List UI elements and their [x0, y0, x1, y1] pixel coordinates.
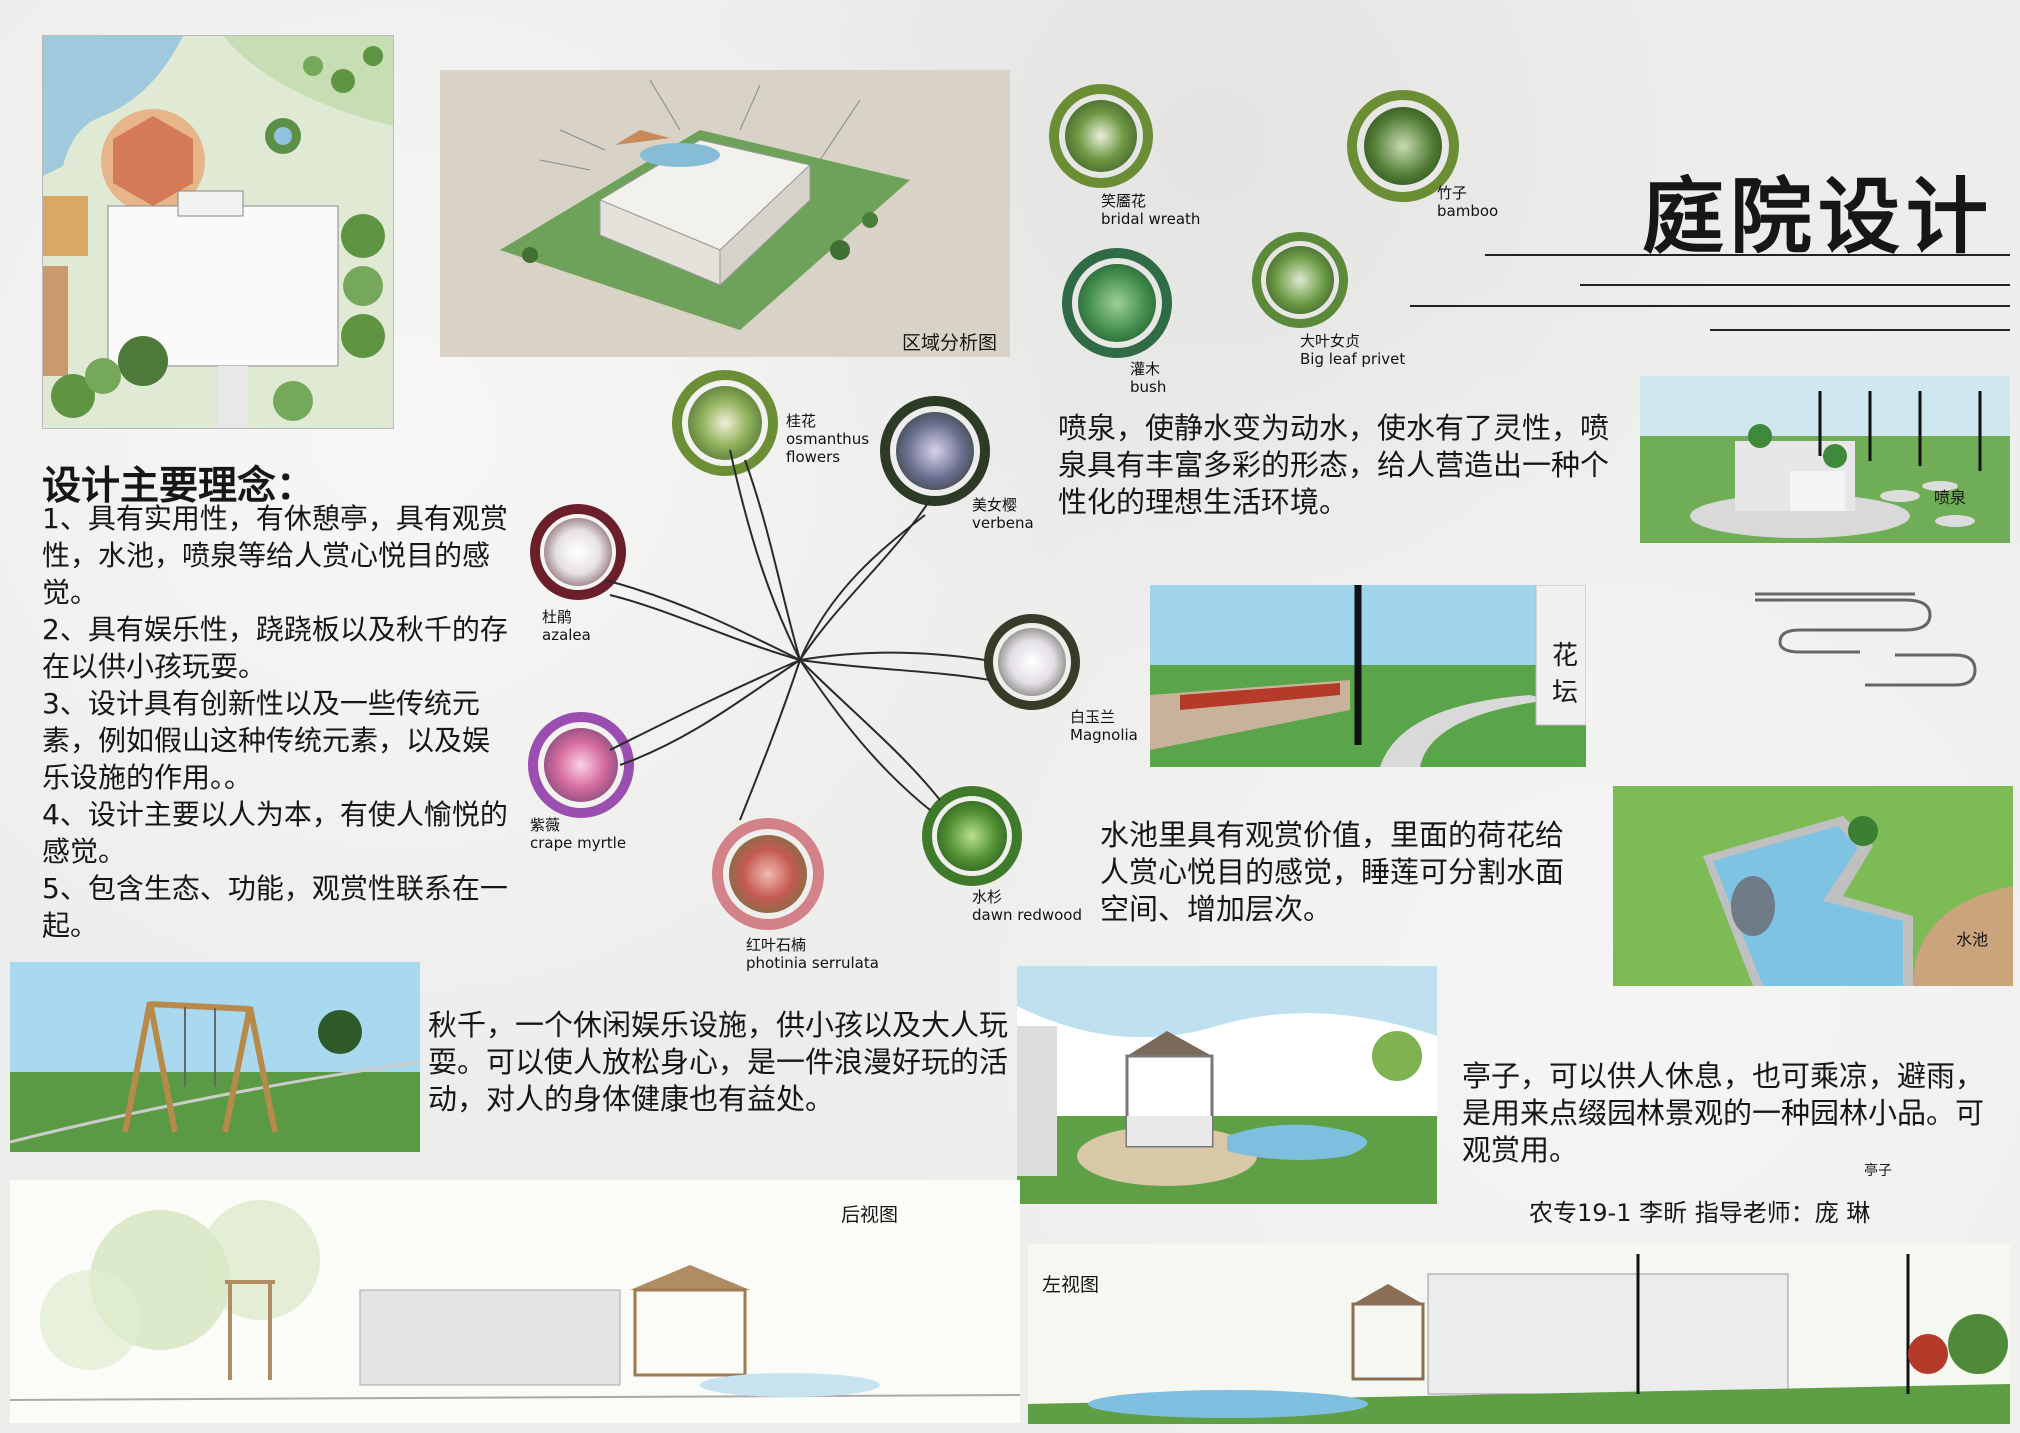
- plant-photinia-en: photinia serrulata: [746, 954, 879, 972]
- pavilion-label: 亭子: [1864, 1163, 1892, 1179]
- concept-point-1: 1、具有实用性，有休憩亭，具有观赏性，水池，喷泉等给人赏心悦目的感觉。: [42, 502, 508, 609]
- plant-bamboo-en: bamboo: [1437, 202, 1499, 220]
- fountain-description: 喷泉，使静水变为动水，使水有了灵性，喷泉具有丰富多彩的形态，给人营造出一种个性化…: [1058, 411, 1610, 519]
- plant-bush-cn: 灌木: [1130, 360, 1161, 378]
- plant-magnolia-en: Magnolia: [1070, 726, 1138, 744]
- plant-azalea-en: azalea: [542, 626, 591, 644]
- plant-magnolia-cn: 白玉兰: [1070, 708, 1116, 726]
- pond-description: 水池里具有观赏价值，里面的荷花给人赏心悦目的感觉，睡莲可分割水面空间、增加层次。: [1100, 818, 1565, 926]
- plant-bamboo: 竹子 bamboo: [1347, 90, 1498, 220]
- region-analysis-caption: 区域分析图: [902, 332, 998, 354]
- page-title: 庭院设计: [1642, 170, 1995, 265]
- plant-verbena-cn: 美女樱: [972, 496, 1018, 514]
- pavilion-image: [1017, 966, 1437, 1204]
- plant-crape-myrtle: 紫薇 crape myrtle: [528, 712, 634, 852]
- concept-point-4: 4、设计主要以人为本，有使人愉悦的感觉。: [42, 798, 508, 868]
- plant-bamboo-cn: 竹子: [1437, 184, 1468, 202]
- concept-point-5: 5、包含生态、功能，观赏性联系在一起。: [42, 872, 508, 942]
- back-view-label: 后视图: [841, 1204, 899, 1226]
- plant-crape-myrtle-cn: 紫薇: [530, 816, 561, 834]
- plant-crape-myrtle-en: crape myrtle: [530, 834, 627, 852]
- pond-image: 水池: [1613, 786, 2013, 986]
- plant-dawn-redwood-cn: 水杉: [972, 888, 1003, 906]
- site-plan: [42, 35, 394, 429]
- plant-azalea-cn: 杜鹃: [542, 608, 573, 626]
- plant-osmanthus-cn: 桂花: [786, 412, 817, 430]
- plant-bridal-wreath-cn: 笑靥花: [1101, 192, 1147, 210]
- cloud-swirl-decor: [1755, 592, 1977, 687]
- plant-bush: 灌木 bush: [1062, 248, 1172, 396]
- pavilion-description: 亭子，可以供人休息，也可乘凉，避雨，是用来点缀园林景观的一种园林小品。可观赏用。: [1462, 1059, 1985, 1167]
- swing-image: [10, 962, 420, 1152]
- flowerbed-image: 花坛: [1150, 585, 1586, 767]
- plant-connector-lines: [604, 449, 991, 821]
- plant-osmanthus: 桂花 osmanthus flowers: [672, 370, 869, 476]
- plant-photinia: 红叶石楠 photinia serrulata: [712, 818, 879, 972]
- plant-big-leaf-privet-cn: 大叶女贞: [1300, 332, 1361, 350]
- plant-dawn-redwood-en: dawn redwood: [972, 906, 1082, 924]
- concept-point-2: 2、具有娱乐性，跷跷板以及秋千的存在以供小孩玩耍。: [42, 613, 508, 683]
- pond-label: 水池: [1956, 930, 1989, 949]
- plant-dawn-redwood: 水杉 dawn redwood: [922, 786, 1082, 924]
- back-view-image: [10, 1180, 1020, 1423]
- plant-big-leaf-privet-en: Big leaf privet: [1300, 350, 1406, 368]
- flowerbed-label: 花坛: [1552, 641, 1579, 708]
- swing-description: 秋千，一个休闲娱乐设施，供小孩以及大人玩耍。可以使人放松身心，是一件浪漫好玩的活…: [428, 1008, 1009, 1116]
- concept-list: 1、具有实用性，有休憩亭，具有观赏性，水池，喷泉等给人赏心悦目的感觉。 2、具有…: [42, 500, 517, 944]
- plant-bridal-wreath-en: bridal wreath: [1101, 210, 1201, 228]
- plant-bush-en: bush: [1130, 378, 1167, 396]
- plant-photinia-cn: 红叶石楠: [746, 936, 807, 954]
- left-view-image: [1028, 1244, 2010, 1424]
- left-view-label: 左视图: [1042, 1274, 1100, 1296]
- fountain-image: 喷泉: [1640, 376, 2010, 543]
- title-decor-lines: [1410, 254, 2010, 331]
- author-credit: 农专19-1 李昕 指导老师：庞 琳: [1529, 1199, 1871, 1227]
- fountain-label: 喷泉: [1934, 488, 1967, 507]
- concept-point-3: 3、设计具有创新性以及一些传统元素，例如假山这种传统元素，以及娱乐设施的作用。。: [42, 687, 491, 794]
- plant-verbena: 美女樱 verbena: [880, 396, 1034, 532]
- plant-azalea: 杜鹃 azalea: [530, 504, 626, 644]
- plant-magnolia: 白玉兰 Magnolia: [984, 614, 1138, 744]
- plant-big-leaf-privet: 大叶女贞 Big leaf privet: [1252, 232, 1405, 368]
- concept-heading: 设计主要理念：: [42, 464, 316, 509]
- plant-verbena-en: verbena: [972, 514, 1034, 532]
- region-analysis-image: [440, 70, 1010, 357]
- plant-bridal-wreath: 笑靥花 bridal wreath: [1049, 84, 1200, 228]
- plant-osmanthus-en: osmanthus flowers: [786, 430, 870, 466]
